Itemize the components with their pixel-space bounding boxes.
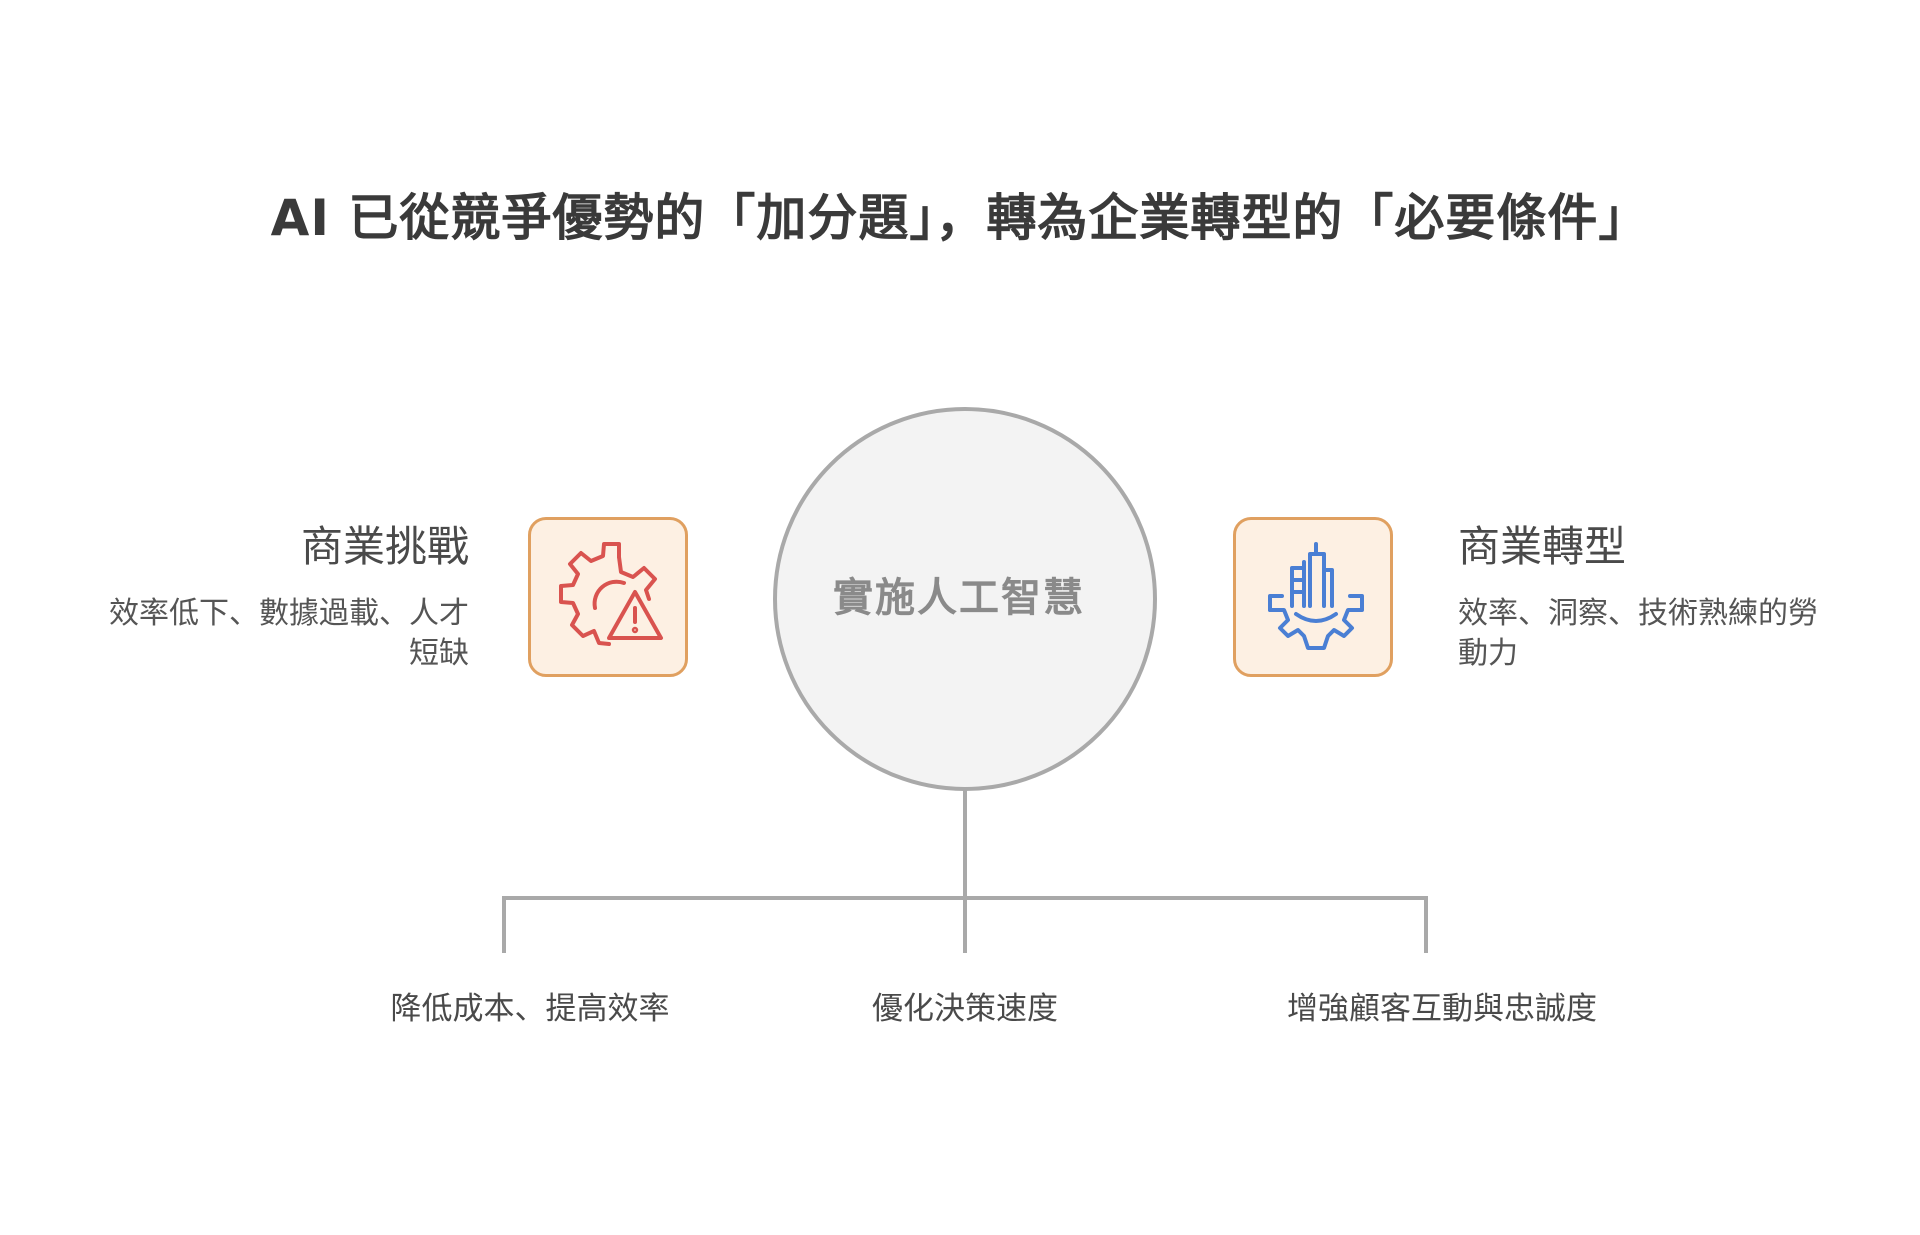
transformation-heading: 商業轉型 [1458,522,1627,571]
transformation-icon-box [1233,517,1393,677]
outcome-cost-efficiency: 降低成本、提高效率 [390,991,670,1027]
diagram-title: AI 已從競爭優勢的「加分題」，轉為企業轉型的「必要條件」 [270,189,1650,247]
gear-building-icon [1268,542,1364,650]
gear-warning-icon [559,542,663,646]
outcome-decision-speed: 優化決策速度 [872,991,1058,1027]
transformation-description: 效率、洞察、技術熟練的勞動力 [1458,596,1818,671]
outcome-customer-loyalty: 增強顧客互動與忠誠度 [1287,991,1597,1027]
challenge-heading: 商業挑戰 [300,522,469,571]
center-label: 實施人工智慧 [833,575,1085,621]
challenge-icon-box [528,517,688,677]
challenge-description: 效率低下、數據過載、人才短缺 [109,596,469,671]
